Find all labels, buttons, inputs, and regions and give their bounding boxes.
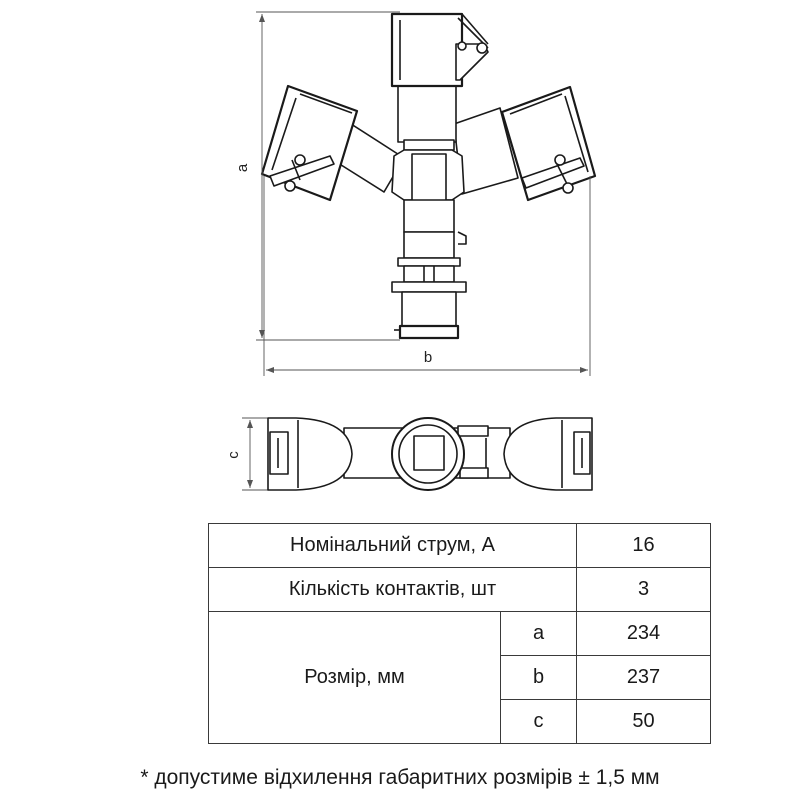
size-key-c: c — [500, 699, 577, 744]
dimension-c-label: c — [225, 451, 242, 459]
table-row: Номінальний струм, А 16 — [208, 523, 711, 568]
dimension-a-label: a — [234, 163, 251, 172]
size-key-a: a — [500, 611, 577, 656]
top-socket — [390, 12, 489, 143]
size-value-b: 237 — [576, 655, 711, 700]
right-arm — [453, 85, 597, 202]
size-label: Розмір, мм — [208, 611, 501, 744]
size-value-c: 50 — [576, 699, 711, 744]
left-arm — [260, 84, 405, 202]
contacts-value: 3 — [576, 567, 711, 612]
table-row: c 50 — [209, 699, 711, 744]
current-value: 16 — [576, 523, 711, 568]
plug-part — [391, 257, 467, 340]
side-center-socket — [391, 417, 465, 491]
size-key-b: b — [500, 655, 577, 700]
size-value-a: 234 — [576, 611, 711, 656]
specs-table: Номінальний струм, А 16 Кількість контак… — [208, 523, 711, 744]
side-right-socket — [453, 417, 593, 491]
table-row: Розмір, мм a 234 — [208, 611, 711, 744]
side-view — [267, 417, 593, 491]
side-left-socket — [267, 417, 407, 491]
dimension-b-label: b — [424, 349, 432, 366]
dimension-lines — [242, 11, 591, 491]
current-label: Номінальний струм, А — [208, 523, 577, 568]
tolerance-note: * допустиме відхилення габаритних розмір… — [140, 766, 660, 789]
body-center — [391, 139, 467, 259]
technical-drawing: a b c — [225, 11, 597, 491]
dimension-a — [256, 11, 400, 341]
left-socket-housing — [260, 84, 359, 202]
right-socket-housing — [500, 85, 597, 202]
front-view — [260, 12, 597, 340]
table-row: Кількість контактів, шт 3 — [208, 567, 711, 612]
contacts-label: Кількість контактів, шт — [208, 567, 577, 612]
dimension-b — [263, 176, 591, 376]
